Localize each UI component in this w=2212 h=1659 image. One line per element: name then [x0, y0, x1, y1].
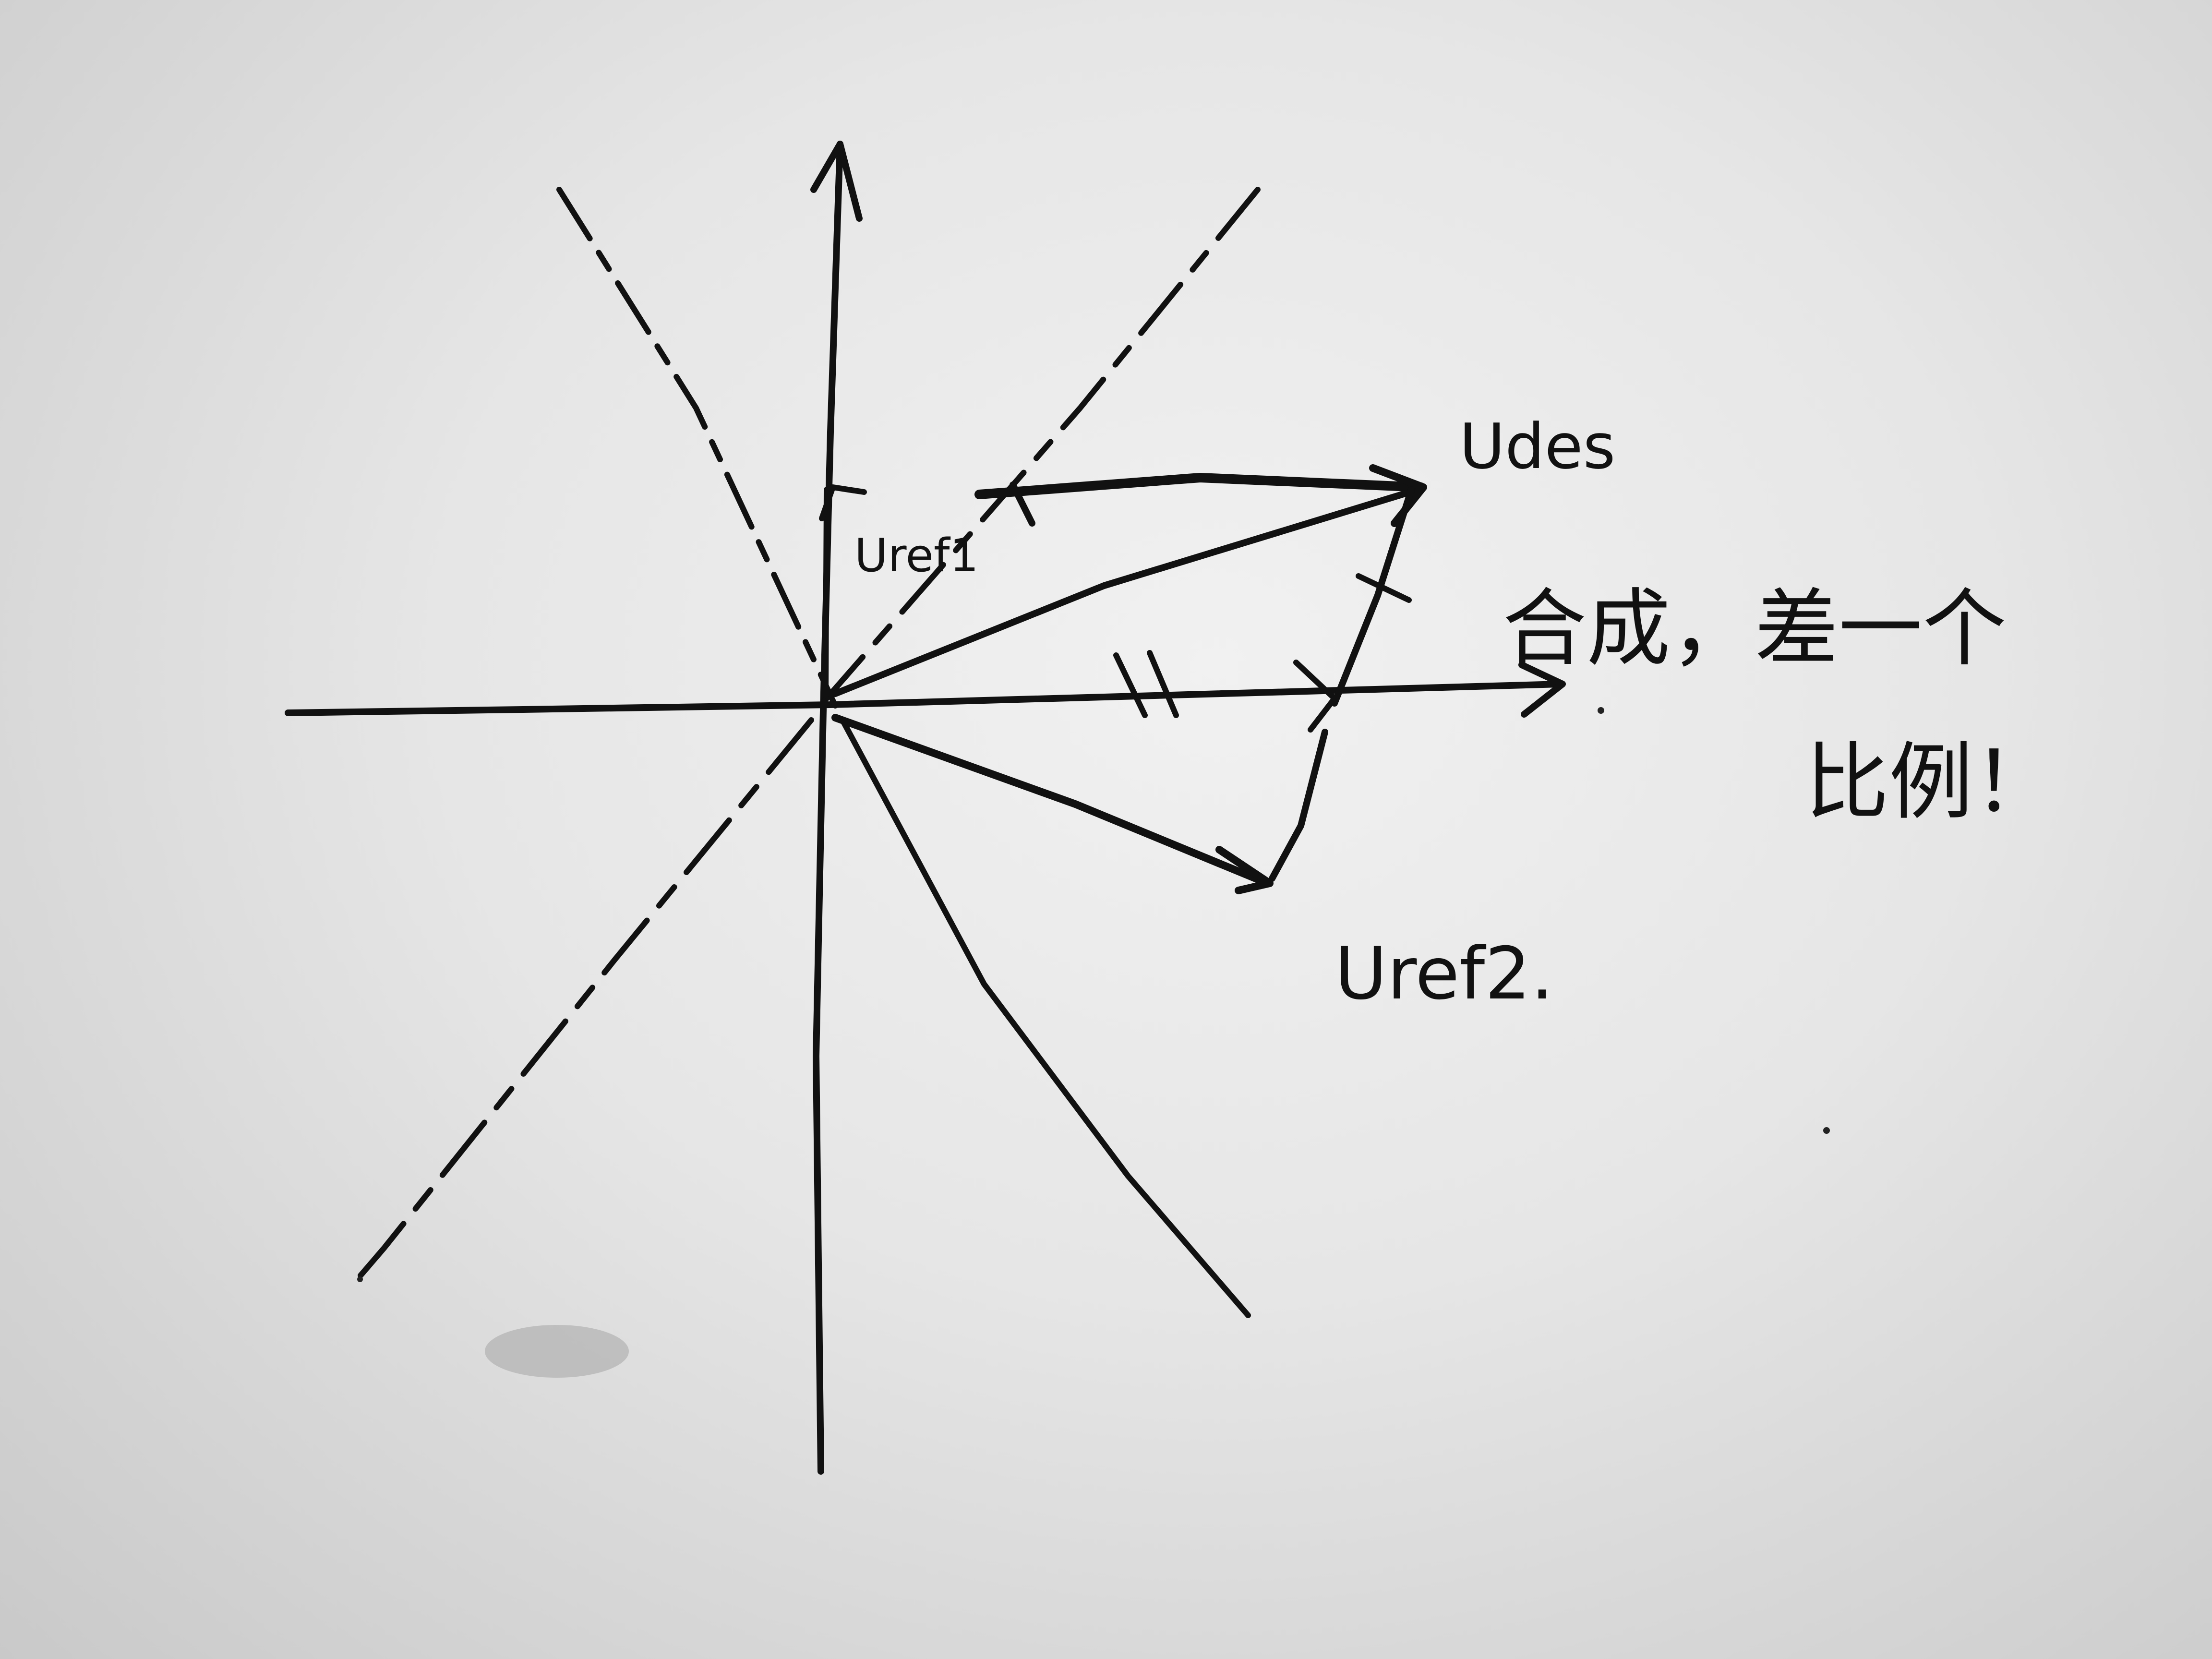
x-axis: [285, 681, 1563, 716]
parallelogram-edge-tick: [1356, 573, 1412, 603]
midpoint-arrowhead: [1293, 660, 1337, 733]
x-axis-arrowhead: [1518, 661, 1566, 718]
sector-line-upper-right: [813, 187, 1261, 713]
u-des-vector: [832, 485, 1424, 697]
u-ref1-vector: [823, 487, 830, 699]
u-ref2-vector: [831, 714, 1271, 887]
note-line-1: 合成，差一个: [1503, 580, 2007, 678]
parallelogram-top-edge: [974, 473, 1426, 499]
sector-line-lower-right: [840, 717, 1251, 1318]
ink-smudges: [357, 707, 1830, 1378]
parallelogram-right-edge-lower: [1269, 729, 1328, 882]
axes: [285, 141, 1566, 1475]
u-des-label: Udes: [1459, 410, 1615, 483]
u-ref2-label: Uref2.: [1334, 932, 1553, 1016]
y-axis-arrowhead: [810, 141, 863, 222]
equal-tick-1: [1113, 652, 1148, 718]
u-ref2-arrowhead: [1215, 846, 1274, 894]
note-line-2: 比例！: [1805, 734, 2057, 831]
sector-line-upper-left: [556, 187, 838, 709]
y-axis: [813, 141, 843, 1475]
u-ref1-arrowhead: [819, 484, 867, 521]
ink-smudge: [485, 1325, 629, 1378]
parallelogram-right-edge-upper: [1331, 486, 1415, 707]
vectors: [819, 464, 1427, 894]
equal-tick-2: [1147, 650, 1179, 718]
ink-dot: [1598, 707, 1604, 714]
sector-line-lower-left: [352, 717, 814, 1285]
sector-lines: [352, 187, 1261, 1318]
ink-dot: [1823, 1127, 1830, 1134]
ink-dot: [357, 1276, 363, 1282]
u-ref1-label: Uref1: [854, 529, 979, 582]
parallelogram-top-tick: [1010, 481, 1035, 527]
